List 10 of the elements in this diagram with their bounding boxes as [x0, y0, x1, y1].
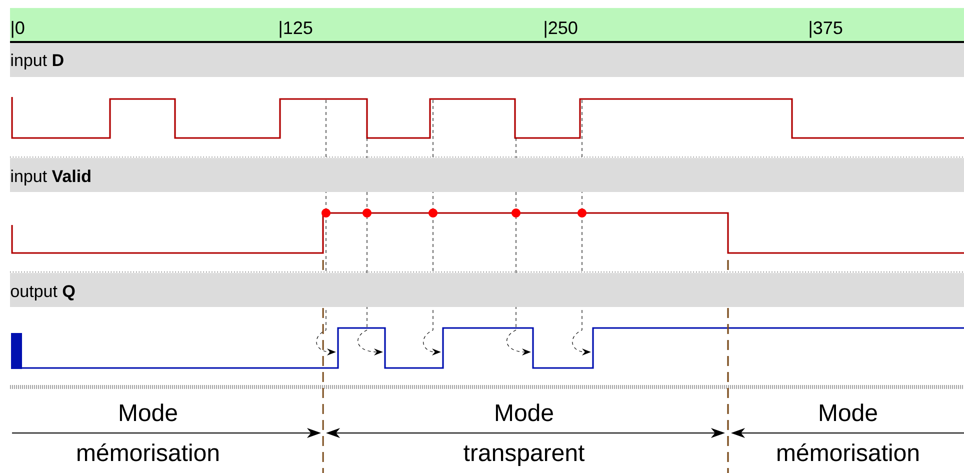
label: Mode mémorisation — [78, 404, 218, 462]
label: |375 — [810, 20, 842, 38]
label: |0 — [12, 20, 24, 38]
signal-header: input D — [10, 43, 964, 77]
signal-header: output Q — [10, 273, 964, 307]
label: Mode transparent — [464, 404, 585, 466]
label: Mode mémorisation — [778, 404, 918, 462]
label: |125 — [280, 20, 312, 38]
signal-header: input Valid — [10, 158, 964, 192]
label: |250 — [544, 20, 578, 38]
